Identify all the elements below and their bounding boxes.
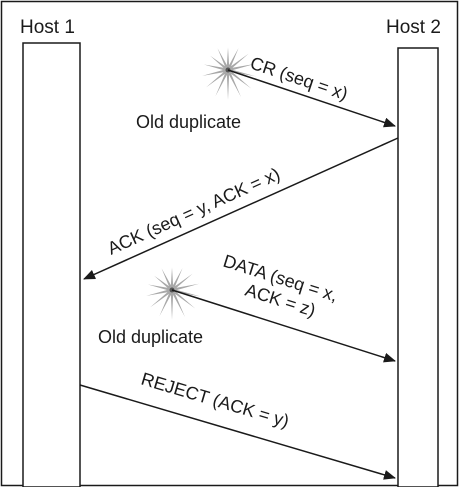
old-duplicate-starburst-icon — [146, 267, 201, 320]
host-2-timeline — [397, 47, 439, 487]
host-1-label: Host 1 — [20, 17, 75, 38]
host-2-label: Host 2 — [386, 17, 441, 38]
ack-label: ACK (seq = y, ACK = x) — [104, 164, 283, 259]
reject-arrow — [79, 384, 396, 480]
old-duplicate-starburst-icon — [202, 47, 257, 100]
host-1-timeline — [22, 42, 81, 487]
data-arrow — [171, 289, 396, 363]
ack-arrow — [83, 137, 399, 280]
cr-label: CR (seq = x) — [248, 53, 351, 104]
old-duplicate-label-1: Old duplicate — [136, 112, 241, 132]
reject-label: REJECT (ACK = y) — [139, 369, 292, 432]
cr-arrow — [227, 69, 396, 128]
old-duplicate-label-2: Old duplicate — [98, 327, 203, 347]
